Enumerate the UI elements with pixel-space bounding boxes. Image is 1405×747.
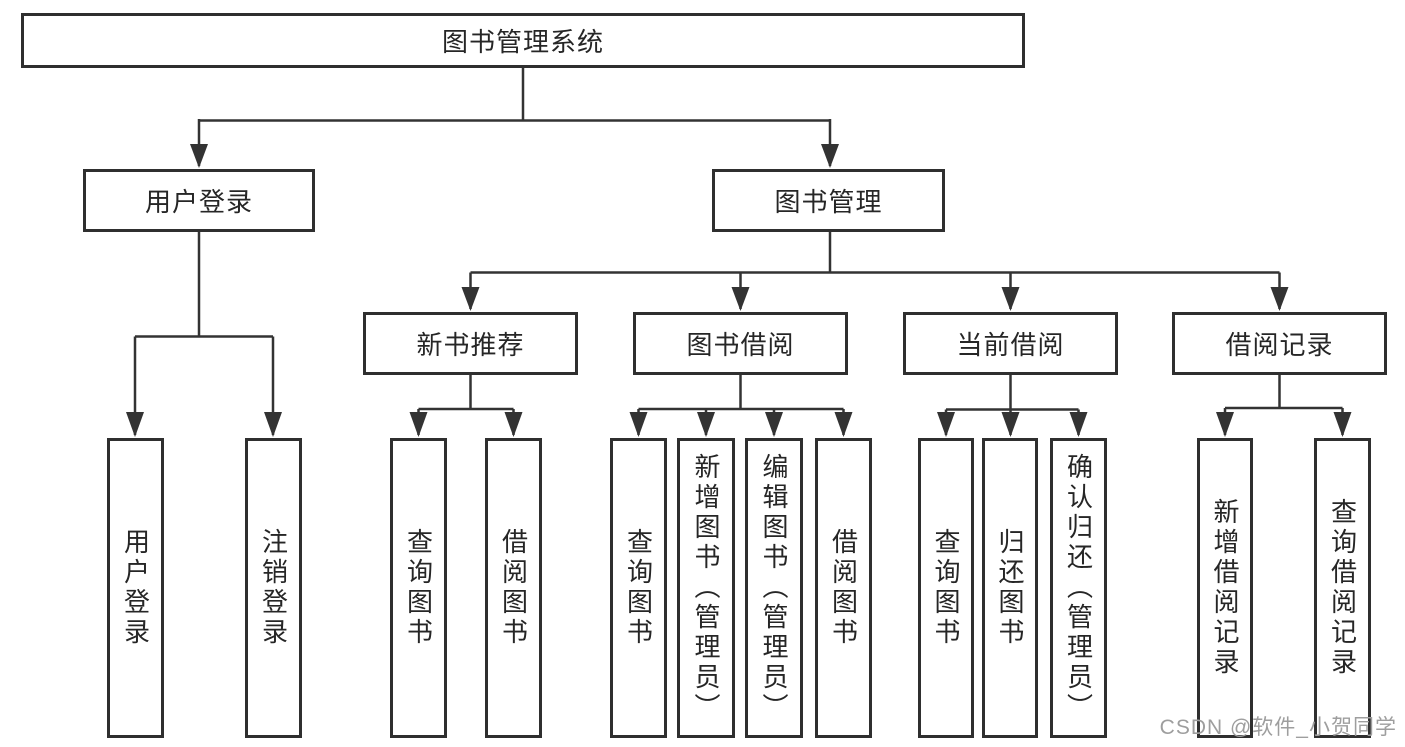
leaf-query-books-borrow-label: 查询图书 — [623, 528, 654, 648]
node-new-book-recommend: 新书推荐 — [363, 312, 578, 375]
leaf-query-borrow-record: 查询借阅记录 — [1314, 438, 1371, 738]
leaf-add-books-admin: 新增图书（管理员） — [677, 438, 735, 738]
leaf-borrow-books-recommend-label: 借阅图书 — [498, 528, 529, 648]
node-current-borrow: 当前借阅 — [903, 312, 1118, 375]
leaf-add-borrow-record-label: 新增借阅记录 — [1210, 498, 1240, 678]
leaf-query-books-recommend: 查询图书 — [390, 438, 447, 738]
leaf-confirm-return-admin-label: 确认归还（管理员） — [1063, 453, 1094, 723]
node-borrow-records: 借阅记录 — [1172, 312, 1387, 375]
leaf-user-login-label: 用户登录 — [120, 528, 151, 648]
leaf-edit-books-admin-label: 编辑图书（管理员） — [759, 453, 789, 723]
csdn-watermark: CSDN @软件_小贺同学 — [1159, 716, 1397, 739]
leaf-query-books-recommend-label: 查询图书 — [403, 528, 434, 648]
leaf-logout-label: 注销登录 — [258, 528, 289, 648]
leaf-borrow-books-recommend: 借阅图书 — [485, 438, 542, 738]
node-book-management-label: 图书管理 — [774, 187, 883, 217]
node-book-borrow-label: 图书借阅 — [686, 330, 795, 360]
leaf-return-books-label: 归还图书 — [995, 528, 1025, 648]
leaf-return-books: 归还图书 — [982, 438, 1038, 738]
leaf-query-books-borrow: 查询图书 — [610, 438, 667, 738]
node-book-management: 图书管理 — [712, 169, 945, 232]
leaf-add-books-admin-label: 新增图书（管理员） — [691, 453, 721, 723]
node-root-label: 图书管理系统 — [441, 27, 604, 57]
leaf-add-borrow-record: 新增借阅记录 — [1197, 438, 1253, 738]
leaf-user-login: 用户登录 — [107, 438, 164, 738]
leaf-query-books-current-label: 查询图书 — [931, 528, 961, 648]
node-borrow-records-label: 借阅记录 — [1225, 330, 1334, 360]
leaf-query-books-current: 查询图书 — [918, 438, 974, 738]
node-user-login: 用户登录 — [83, 169, 315, 232]
node-current-borrow-label: 当前借阅 — [956, 330, 1065, 360]
leaf-borrow-books: 借阅图书 — [815, 438, 872, 738]
leaf-confirm-return-admin: 确认归还（管理员） — [1050, 438, 1107, 738]
leaf-edit-books-admin: 编辑图书（管理员） — [745, 438, 803, 738]
leaf-logout: 注销登录 — [245, 438, 302, 738]
node-root: 图书管理系统 — [21, 13, 1025, 68]
node-new-book-recommend-label: 新书推荐 — [416, 330, 525, 360]
node-book-borrow: 图书借阅 — [633, 312, 848, 375]
leaf-query-borrow-record-label: 查询借阅记录 — [1327, 498, 1358, 678]
leaf-borrow-books-label: 借阅图书 — [828, 528, 859, 648]
node-user-login-label: 用户登录 — [144, 187, 253, 217]
